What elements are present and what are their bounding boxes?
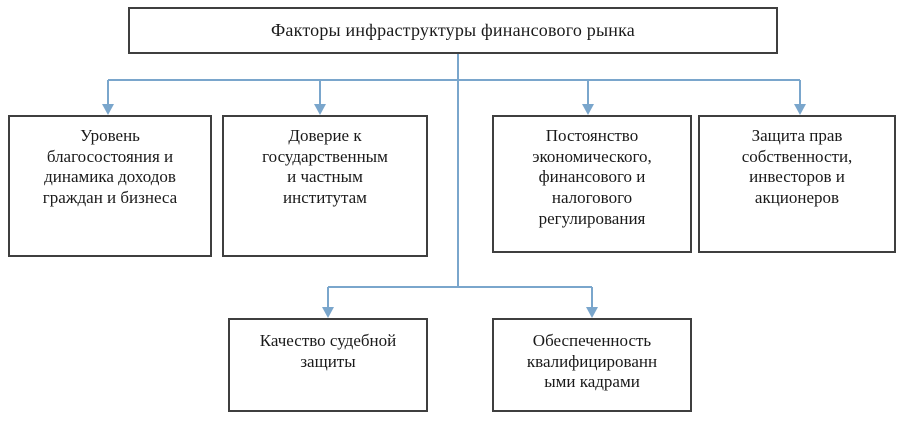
node-root-label: Факторы инфраструктуры финансового рынка bbox=[271, 19, 635, 40]
node-wealth-dynamics: Уровень благосостояния и динамика доходо… bbox=[8, 115, 212, 257]
node-judicial-protection: Качество судебной защиты bbox=[228, 318, 428, 412]
arrowhead-rights bbox=[794, 104, 806, 115]
node-wealth-label: Уровень благосостояния и динамика доходо… bbox=[42, 126, 178, 208]
arrowhead-stability bbox=[582, 104, 594, 115]
node-regulatory-stability: Постоянство экономического, финансового … bbox=[492, 115, 692, 253]
node-qualified-staff: Обеспеченность квалифицированн ыми кадра… bbox=[492, 318, 692, 412]
arrowhead-court bbox=[322, 307, 334, 318]
node-root-factors: Факторы инфраструктуры финансового рынка bbox=[128, 7, 778, 54]
node-staff-label: Обеспеченность квалифицированн ыми кадра… bbox=[526, 331, 658, 392]
node-rights-label: Защита прав собственности, инвесторов и … bbox=[741, 126, 853, 208]
arrowhead-wealth bbox=[102, 104, 114, 115]
arrowhead-staff bbox=[586, 307, 598, 318]
node-trust-label: Доверие к государственным и частным инст… bbox=[262, 126, 388, 208]
node-court-label: Качество судебной защиты bbox=[259, 331, 397, 371]
node-property-rights: Защита прав собственности, инвесторов и … bbox=[698, 115, 896, 253]
node-institutional-trust: Доверие к государственным и частным инст… bbox=[222, 115, 428, 257]
arrowhead-trust bbox=[314, 104, 326, 115]
node-stability-label: Постоянство экономического, финансового … bbox=[532, 126, 652, 228]
